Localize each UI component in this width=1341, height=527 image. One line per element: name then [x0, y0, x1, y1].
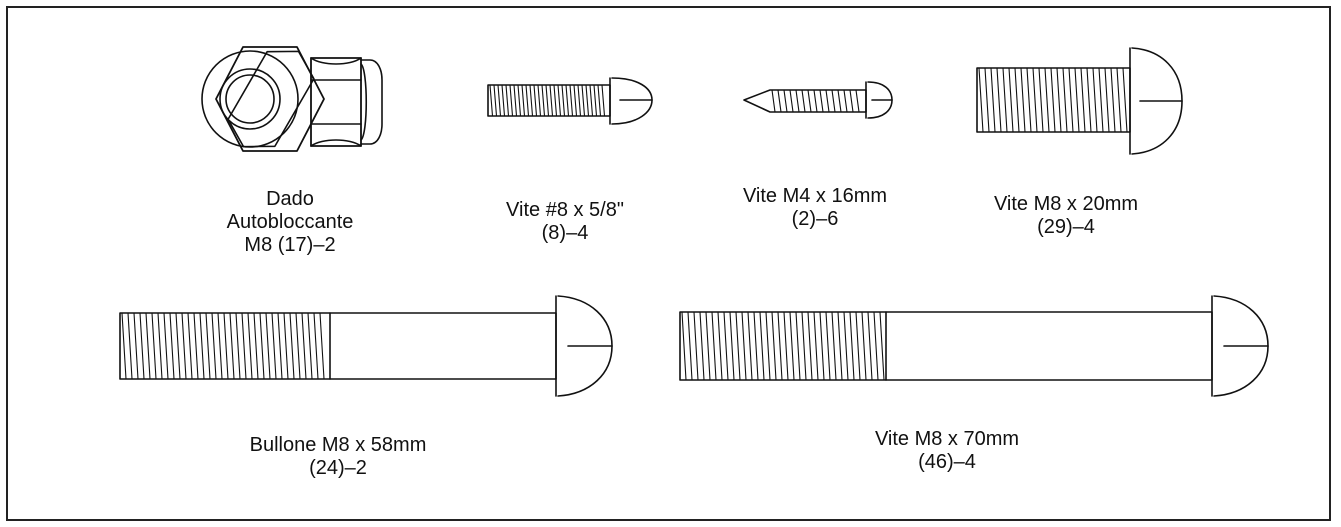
- screw-8x5-8-drawing: [487, 77, 653, 125]
- label-line: M8 (17)–2: [244, 234, 336, 256]
- thread-lines: [771, 89, 860, 113]
- label-line: Vite M8 x 70mm: [874, 428, 1020, 450]
- label-line: (46)–4: [918, 451, 976, 473]
- label-screw-m8-70: Vite M8 x 70mm (46)–4: [875, 428, 1019, 474]
- label-locknut: Dado Autobloccante M8 (17)–2: [227, 188, 354, 257]
- screw-m4x16-drawing: [743, 81, 893, 119]
- thread-lines: [121, 312, 325, 380]
- thread-lines: [489, 84, 606, 117]
- thread-lines: [978, 67, 1128, 133]
- label-line: Vite M4 x 16mm: [742, 185, 888, 207]
- label-line: Vite M8 x 20mm: [993, 193, 1139, 215]
- label-bolt-m8-58: Bullone M8 x 58mm (24)–2: [250, 434, 427, 480]
- label-screw-m8-20: Vite M8 x 20mm (29)–4: [994, 193, 1138, 239]
- label-screw-m4: Vite M4 x 16mm (2)–6: [743, 185, 887, 231]
- label-line: (24)–2: [309, 457, 367, 479]
- label-line: (8)–4: [541, 222, 589, 244]
- label-line: (29)–4: [1037, 216, 1095, 238]
- screw-m8x20-drawing: [976, 47, 1183, 155]
- label-screw-8: Vite #8 x 5/8" (8)–4: [506, 199, 624, 245]
- locknut-front-view: [201, 46, 325, 152]
- label-line: (2)–6: [791, 208, 839, 230]
- locknut-side-view: [310, 57, 383, 147]
- label-line: Dado: [266, 188, 314, 210]
- thread-lines: [681, 311, 885, 381]
- bolt-m8x58-drawing: [119, 295, 613, 397]
- label-line: Vite #8 x 5/8": [506, 199, 624, 221]
- screw-m8x70-drawing: [679, 295, 1269, 397]
- label-line: Bullone M8 x 58mm: [249, 434, 427, 456]
- label-line: Autobloccante: [226, 211, 354, 233]
